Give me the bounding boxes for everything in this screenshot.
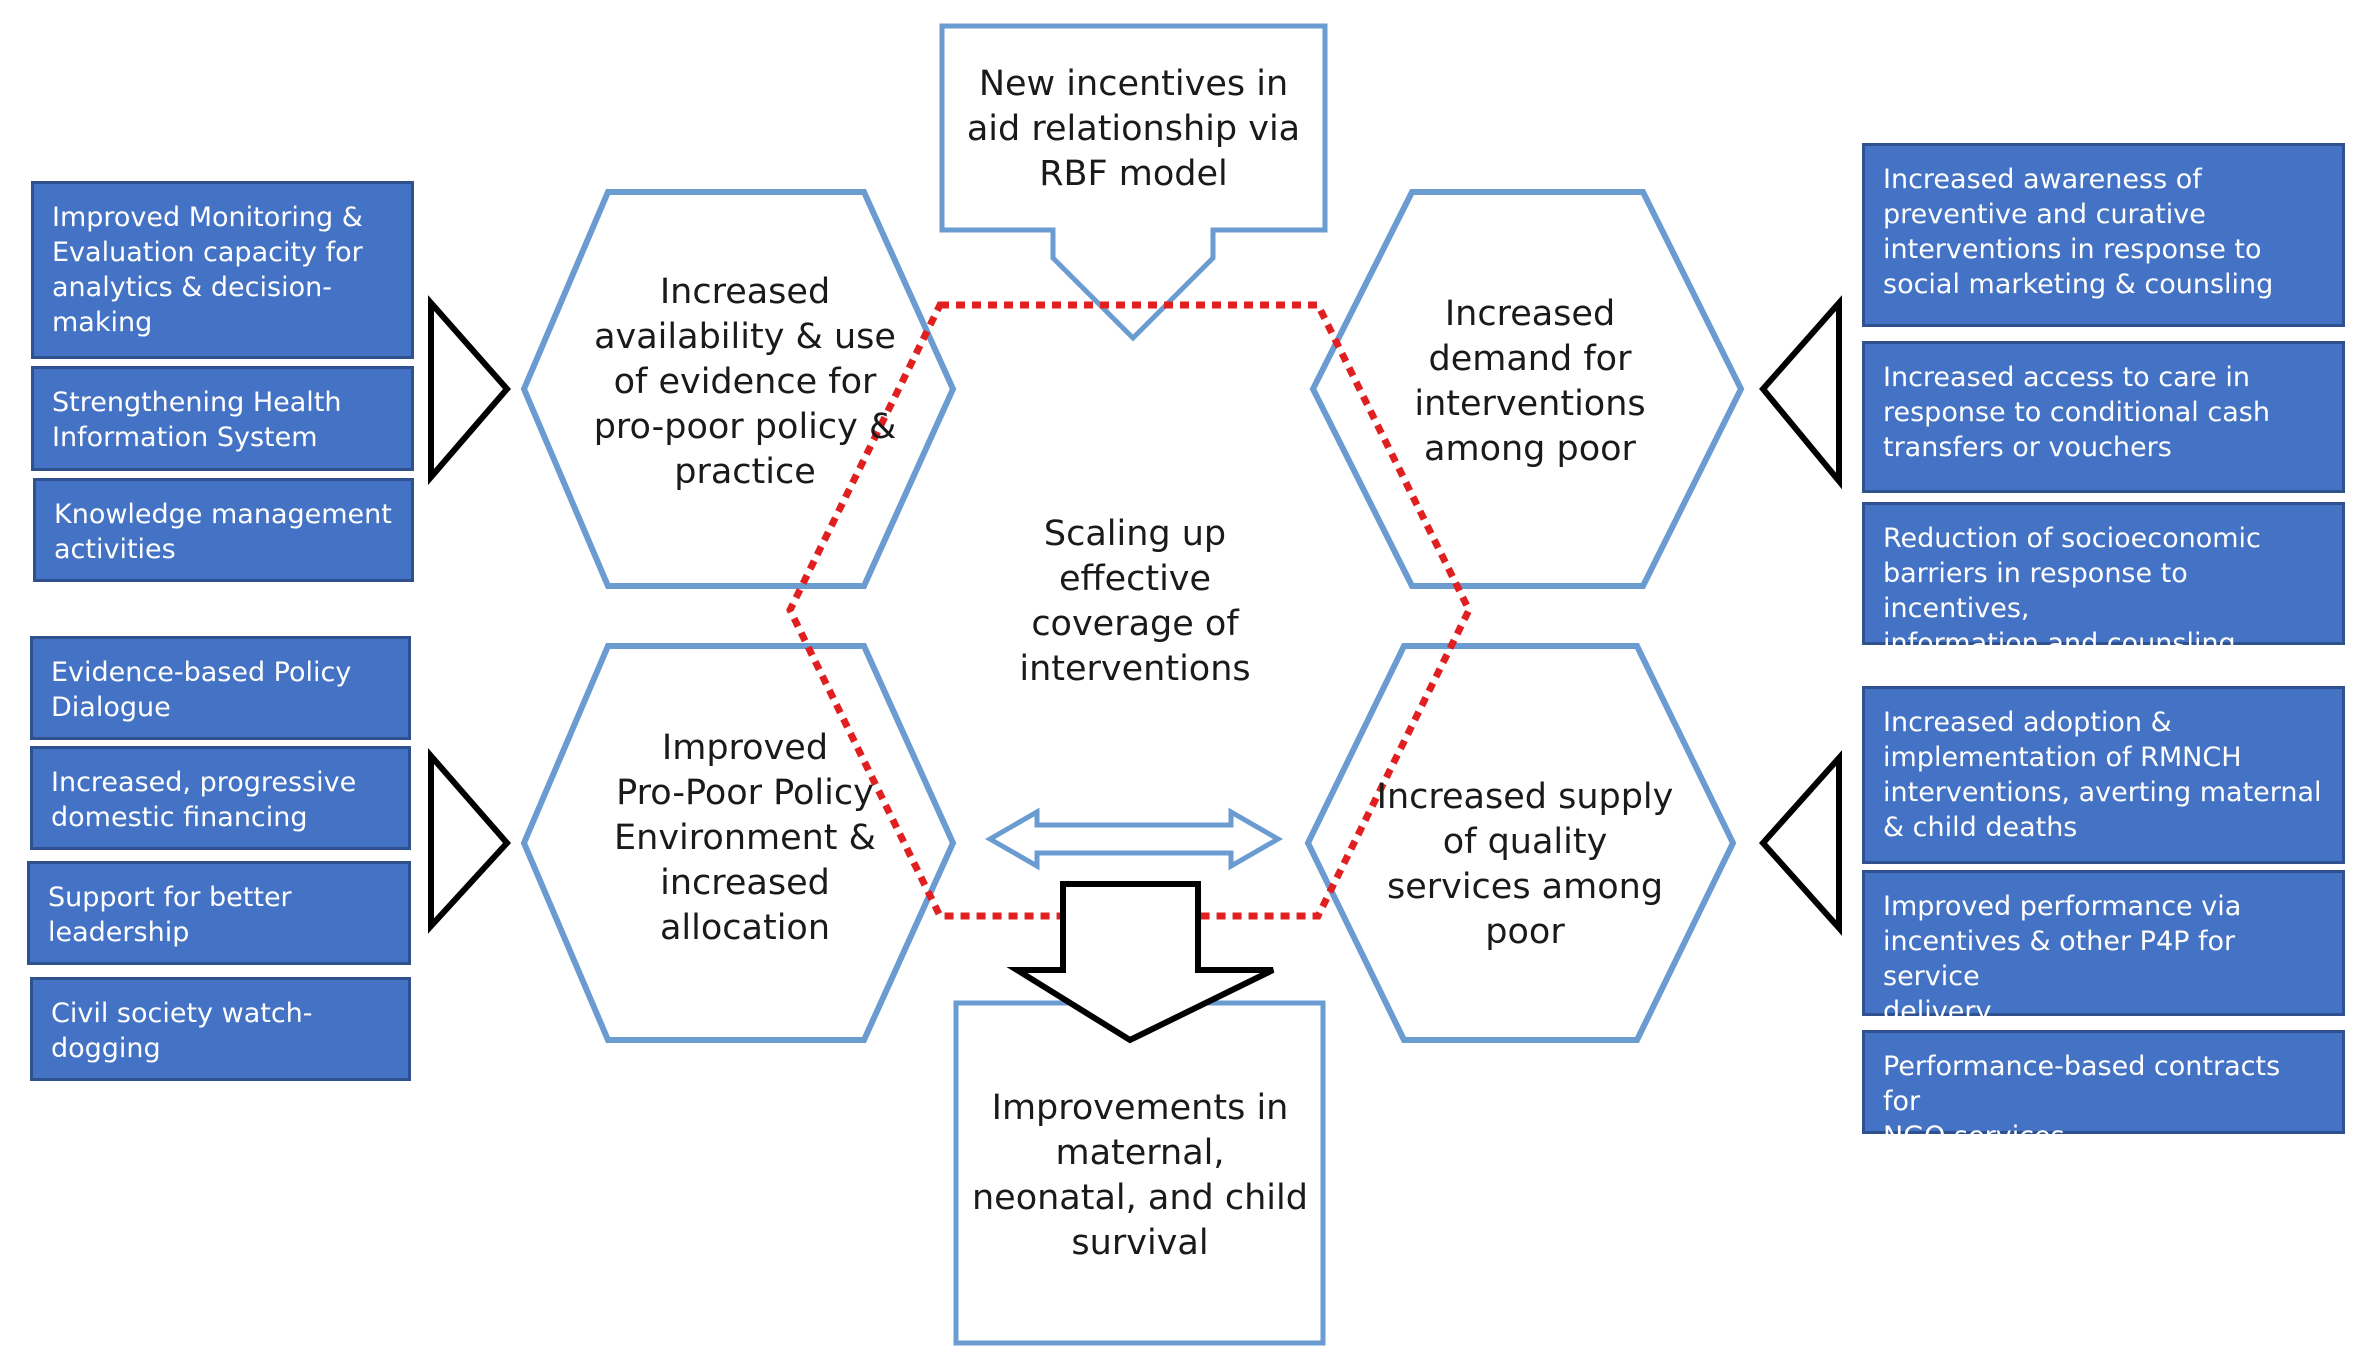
top-arrow-box [939,23,1328,342]
left-bottom-box-3: Support for better leadership [27,861,411,965]
bottom-box-outline [953,1000,1326,1346]
right-top-box-1-text: Increased awareness of preventive and cu… [1883,164,2274,300]
left-bottom-box-2: Increased, progressive domestic financin… [30,746,411,850]
left-bottom-box-4: Civil society watch- dogging [30,977,411,1081]
center-label: Scaling up effective coverage of interve… [1019,514,1251,689]
bottom-box-label: Improvements in maternal, neonatal, and … [972,1088,1308,1263]
hexagon-top-right-label: Increased demand for interventions among… [1414,294,1646,469]
right-bottom-box-2-text: Improved performance via incentives & ot… [1883,891,2242,1027]
left-bottom-box-1-text: Evidence-based Policy Dialogue [51,657,352,723]
left-top-box-2-text: Strengthening Health Information System [52,387,342,453]
triangle-left-top [428,295,511,486]
triangle-right-top [1759,295,1842,490]
left-top-box-1-text: Improved Monitoring & Evaluation capacit… [52,202,363,338]
center-dotted-hexagon [786,301,1473,920]
hexagon-top-right [1309,189,1745,589]
left-bottom-box-3-text: Support for better leadership [48,882,292,948]
left-top-box-2: Strengthening Health Information System [31,366,414,471]
triangle-left-bottom [428,748,512,934]
right-bottom-box-2: Improved performance via incentives & ot… [1862,870,2345,1027]
left-bottom-box-2-text: Increased, progressive domestic financin… [51,767,357,833]
left-top-box-3-text: Knowledge management activities [54,499,392,565]
right-bottom-box-3: Performance-based contracts for NGO serv… [1862,1030,2345,1152]
hexagon-top-left [520,189,957,589]
right-top-box-2: Increased access to care in response to … [1862,341,2345,493]
hexagon-bottom-right-label: Increased supply of quality services amo… [1376,777,1674,952]
left-top-box-1: Improved Monitoring & Evaluation capacit… [31,181,414,359]
top-box-label: New incentives in aid relationship via R… [966,64,1301,194]
hexagon-top-left-label: Increased availability & use of evidence… [593,272,897,492]
hexagon-bottom-left [520,643,957,1043]
left-bottom-box-1: Evidence-based Policy Dialogue [30,636,411,740]
right-top-box-3-text: Reduction of socioeconomic barriers in r… [1883,523,2261,659]
right-top-box-2-text: Increased access to care in response to … [1883,362,2270,463]
right-top-box-3: Reduction of socioeconomic barriers in r… [1862,502,2345,659]
right-bottom-box-1-text: Increased adoption & implementation of R… [1883,707,2322,843]
left-bottom-box-4-text: Civil society watch- dogging [51,998,313,1064]
left-top-box-3: Knowledge management activities [33,478,414,582]
black-down-arrow [1006,881,1275,1044]
right-bottom-box-3-text: Performance-based contracts for NGO serv… [1883,1051,2281,1152]
double-arrow [984,807,1284,871]
hexagon-bottom-left-label: Improved Pro-Poor Policy Environment & i… [614,728,876,948]
right-bottom-box-1: Increased adoption & implementation of R… [1862,686,2345,864]
hexagon-bottom-right [1304,643,1737,1043]
right-top-box-1: Increased awareness of preventive and cu… [1862,143,2345,327]
triangle-right-bottom [1758,750,1842,936]
